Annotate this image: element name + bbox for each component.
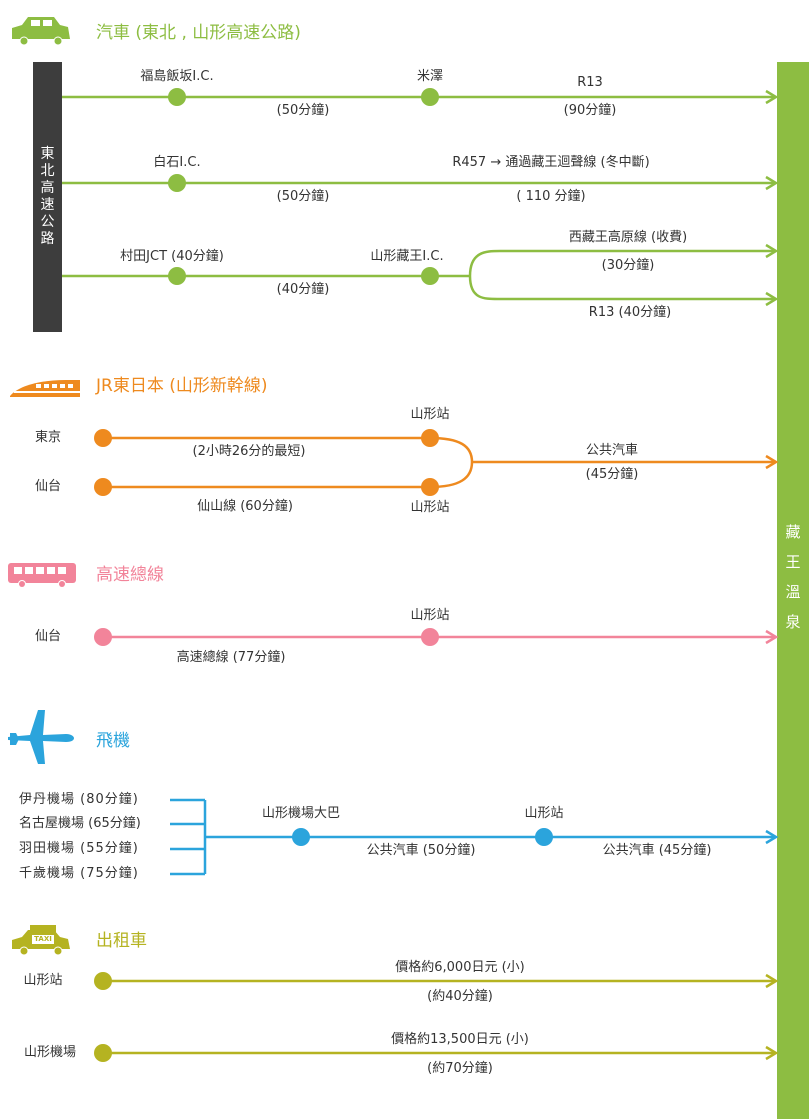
origin-label: 仙台 [34, 479, 62, 494]
station-label: 山形站 [410, 500, 450, 515]
train-routes [103, 436, 779, 489]
bus-stops [94, 628, 439, 646]
duration-label: (2小時26分的最短) [192, 444, 306, 459]
destination-bar [777, 62, 809, 1119]
duration-label: 公共汽車 (50分鐘) [366, 843, 476, 858]
origin-label: 山形機場 [23, 1045, 77, 1060]
highway-char: 東 [40, 146, 55, 162]
highway-char: 路 [40, 231, 55, 247]
origin-label: 仙台 [34, 629, 62, 644]
stop-label: 福島飯坂I.C. [140, 69, 214, 84]
shinkansen-icon [10, 380, 80, 397]
duration-label: (50分鐘) [276, 103, 330, 118]
highway-label: 東 北 高 速 公 路 [33, 146, 62, 248]
highway-bar [33, 62, 62, 332]
airport-label: 羽田機場 (55分鐘) [19, 841, 139, 856]
destination-char: 泉 [785, 613, 801, 631]
plane-section-title: 飛機 [96, 731, 130, 751]
destination-char: 藏 [785, 523, 801, 541]
road-label: 西藏王高原線 (收費) [568, 230, 688, 245]
price-label: 價格約6,000日元 (小) [395, 960, 525, 975]
station-label: 山形站 [524, 806, 564, 821]
taxi-stops [94, 972, 112, 1062]
duration-label: (30分鐘) [601, 258, 655, 273]
train-stops [94, 429, 439, 496]
price-label: 價格約13,500日元 (小) [391, 1032, 529, 1047]
road-label: R13 [577, 75, 603, 90]
airport-label: 伊丹機場 (80分鐘) [19, 792, 139, 807]
transfer-label: 公共汽車 [585, 443, 639, 458]
road-label: R457 → 通過藏王迴聲線 (冬中斷) [452, 155, 650, 170]
duration-label: (45分鐘) [585, 467, 639, 482]
stop-label: 山形機場大巴 [261, 806, 341, 821]
duration-label: 高速總線 (77分鐘) [176, 650, 286, 665]
duration-label: (50分鐘) [276, 189, 330, 204]
plane-stops [292, 828, 553, 846]
highway-char: 北 [40, 163, 55, 179]
bus-route [103, 629, 779, 645]
duration-label: (約40分鐘) [427, 989, 493, 1004]
origin-label: 東京 [34, 430, 62, 445]
highway-char: 高 [40, 180, 55, 196]
taxi-section-title: 出租車 [96, 931, 147, 951]
train-section-title: JR東日本 (山形新幹線) [96, 376, 268, 396]
duration-label: 公共汽車 (45分鐘) [602, 843, 712, 858]
car-routes [62, 89, 779, 307]
highway-char: 公 [40, 214, 55, 230]
station-label: 山形站 [410, 407, 450, 422]
highway-char: 速 [40, 197, 55, 213]
bus-section-title: 高速總線 [96, 565, 164, 585]
plane-routes [170, 798, 779, 876]
taxi-badge: TAXI [32, 935, 54, 944]
car-stops [168, 88, 439, 285]
taxi-routes [103, 973, 779, 1061]
duration-label: (40分鐘) [276, 282, 330, 297]
duration-label: 仙山線 (60分鐘) [197, 499, 293, 514]
airport-label: 千歲機場 (75分鐘) [19, 866, 139, 881]
station-label: 山形站 [410, 608, 450, 623]
airplane-icon [8, 710, 74, 764]
stop-label: 白石I.C. [153, 155, 201, 170]
destination-label: 藏 王 溫 泉 [777, 522, 809, 632]
destination-char: 溫 [785, 583, 801, 601]
duration-label: ( 110 分鐘) [516, 189, 586, 204]
origin-label: 山形站 [23, 973, 63, 988]
airport-label: 名古屋機場 (65分鐘) [19, 816, 141, 831]
car-icon [12, 17, 70, 46]
destination-char: 王 [785, 553, 801, 571]
stop-label: 米澤 [416, 69, 444, 84]
stop-label: 村田JCT (40分鐘) [120, 249, 224, 264]
stop-label: 山形藏王I.C. [370, 249, 444, 264]
bus-icon [8, 563, 76, 588]
road-label: R13 (40分鐘) [588, 305, 672, 320]
duration-label: (90分鐘) [563, 103, 617, 118]
duration-label: (約70分鐘) [427, 1061, 493, 1076]
car-section-title: 汽車 (東北 , 山形高速公路) [96, 23, 301, 43]
